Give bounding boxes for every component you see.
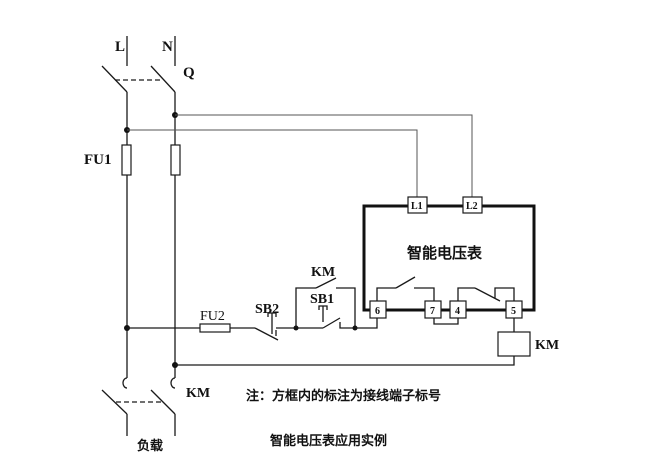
start-button-sb1-icon (318, 305, 355, 329)
diagram-title: 智能电压表应用实例 (270, 433, 387, 449)
terminal-l2 (462, 196, 483, 214)
note-text: 注：方框内的标注为接线端子标号 (246, 388, 441, 404)
fuse-n-icon (170, 144, 181, 176)
terminal-l2-label: L2 (466, 201, 478, 212)
contactor-aux-contact-icon (295, 277, 356, 328)
contactor-coil-km (497, 331, 531, 357)
terminal-l1 (407, 196, 428, 214)
label-fu2: FU2 (200, 309, 225, 324)
label-km-main: KM (186, 386, 210, 401)
relay-contact-nc-icon (457, 287, 515, 302)
label-km-coil: KM (535, 338, 559, 353)
terminal-6 (369, 300, 387, 319)
wire-to-l1 (127, 129, 418, 197)
terminal-7-label: 7 (430, 306, 435, 317)
meter-label: 智能电压表 (407, 244, 483, 262)
main-switch-q-icon (101, 65, 176, 93)
label-load: 负载 (137, 438, 163, 454)
label-fu1: FU1 (84, 152, 112, 168)
label-sb1: SB1 (310, 292, 334, 307)
fuse-fu2-icon (199, 323, 231, 333)
stop-button-sb2-icon (254, 312, 296, 341)
terminal-4-label: 4 (455, 306, 460, 317)
terminal-7 (424, 300, 442, 319)
meter-box (362, 204, 536, 312)
control-wire (355, 318, 378, 329)
label-sb2: SB2 (255, 302, 279, 317)
terminal-l1-label: L1 (411, 201, 423, 212)
wire-to-l2 (175, 114, 473, 197)
relay-contact-no-icon (376, 276, 435, 301)
label-l: L (115, 39, 125, 55)
jumper-7-4 (433, 318, 459, 325)
label-n: N (162, 39, 173, 55)
fuse-fu1-icon (121, 144, 132, 176)
terminal-6-label: 6 (375, 306, 380, 317)
label-q: Q (183, 65, 195, 81)
coil-return-wire (175, 356, 515, 366)
contactor-main-contacts-icon (101, 377, 176, 436)
terminal-5-label: 5 (511, 306, 516, 317)
label-km-aux: KM (311, 265, 335, 280)
